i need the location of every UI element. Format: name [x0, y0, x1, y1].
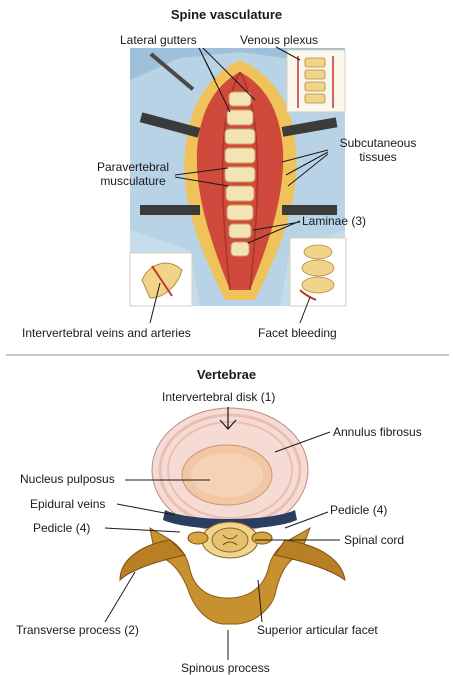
label-venous-plexus: Venous plexus	[240, 33, 318, 47]
label-transverse-process: Transverse process (2)	[16, 623, 139, 637]
label-annulus-fibrosus: Annulus fibrosus	[333, 425, 422, 439]
vertebra-image	[120, 408, 345, 624]
label-intervertebral-disk: Intervertebral disk (1)	[162, 390, 275, 404]
label-spinal-cord: Spinal cord	[344, 533, 404, 547]
label-subcutaneous-tissues-line2: tissues	[332, 150, 424, 164]
label-epidural-veins: Epidural veins	[30, 497, 105, 511]
label-laminae: Laminae (3)	[302, 214, 366, 228]
label-spinous-process: Spinous process	[181, 661, 270, 675]
label-pedicle-left: Pedicle (4)	[33, 521, 90, 535]
label-paravertebral-musculature-line1: Paravertebral	[92, 160, 174, 174]
label-intervertebral-veins-arteries: Intervertebral veins and arteries	[22, 326, 191, 340]
label-facet-bleeding: Facet bleeding	[258, 326, 337, 340]
label-subcutaneous-tissues-line1: Subcutaneous	[332, 136, 424, 150]
label-lateral-gutters: Lateral gutters	[120, 33, 197, 47]
label-pedicle-right: Pedicle (4)	[330, 503, 387, 517]
label-nucleus-pulposus: Nucleus pulposus	[20, 472, 115, 486]
label-paravertebral-musculature-line2: musculature	[92, 174, 174, 188]
label-superior-articular-facet: Superior articular facet	[257, 623, 378, 637]
